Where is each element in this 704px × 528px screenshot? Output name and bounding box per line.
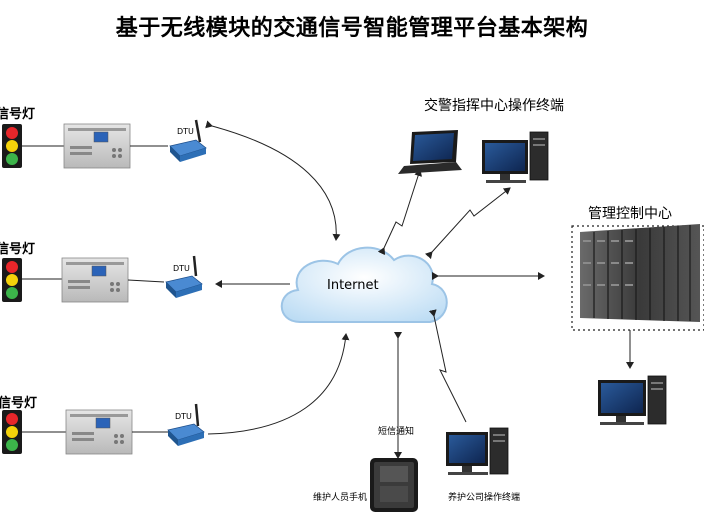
server-rack-icon xyxy=(571,224,704,331)
laptop-icon xyxy=(398,130,462,174)
signal-controller-icon xyxy=(63,123,131,169)
desktop-computer-icon xyxy=(598,375,667,425)
mobile-phone-icon xyxy=(370,458,418,512)
dtu-1-label: DTU xyxy=(177,127,194,136)
site1-internet-link xyxy=(205,120,341,241)
traffic-site-3-label: 信号灯 xyxy=(0,396,38,411)
dtu-3-label: DTU xyxy=(175,412,192,421)
traffic-light-icon xyxy=(2,124,22,168)
desktop-computer-icon xyxy=(482,131,549,183)
laptop-wireless-link xyxy=(377,169,422,256)
maintenance-company-terminal-label: 养护公司操作终端 xyxy=(448,493,521,503)
traffic-light-icon xyxy=(2,410,22,454)
maintenance-wireless-link xyxy=(428,309,467,423)
signal-controller-icon xyxy=(65,409,133,455)
dtu-modem-icon xyxy=(165,255,203,298)
site-link-line xyxy=(127,279,165,283)
dtu-2-label: DTU xyxy=(173,264,190,273)
site3-internet-link xyxy=(207,333,350,435)
traffic-light-icon xyxy=(2,258,22,302)
desktop-wireless-link xyxy=(425,187,511,260)
signal-controller-icon xyxy=(61,257,129,303)
dtu-modem-icon xyxy=(167,403,205,446)
sms-notification-label: 短信通知 xyxy=(378,427,415,437)
management-center-label: 管理控制中心 xyxy=(588,206,672,222)
page-title: 基于无线模块的交通信号智能管理平台基本架构 xyxy=(115,16,589,41)
desktop-computer-icon xyxy=(446,427,509,475)
traffic-site-1-label: 信号灯 xyxy=(0,107,36,122)
command-center-terminal-label: 交警指挥中心操作终端 xyxy=(424,98,564,114)
dtu-modem-icon xyxy=(169,119,207,162)
traffic-site-2-label: 信号灯 xyxy=(0,242,36,257)
internet-label: Internet xyxy=(327,278,379,293)
cloud-icon xyxy=(280,246,448,323)
maintenance-phone-label: 维护人员手机 xyxy=(313,493,368,503)
